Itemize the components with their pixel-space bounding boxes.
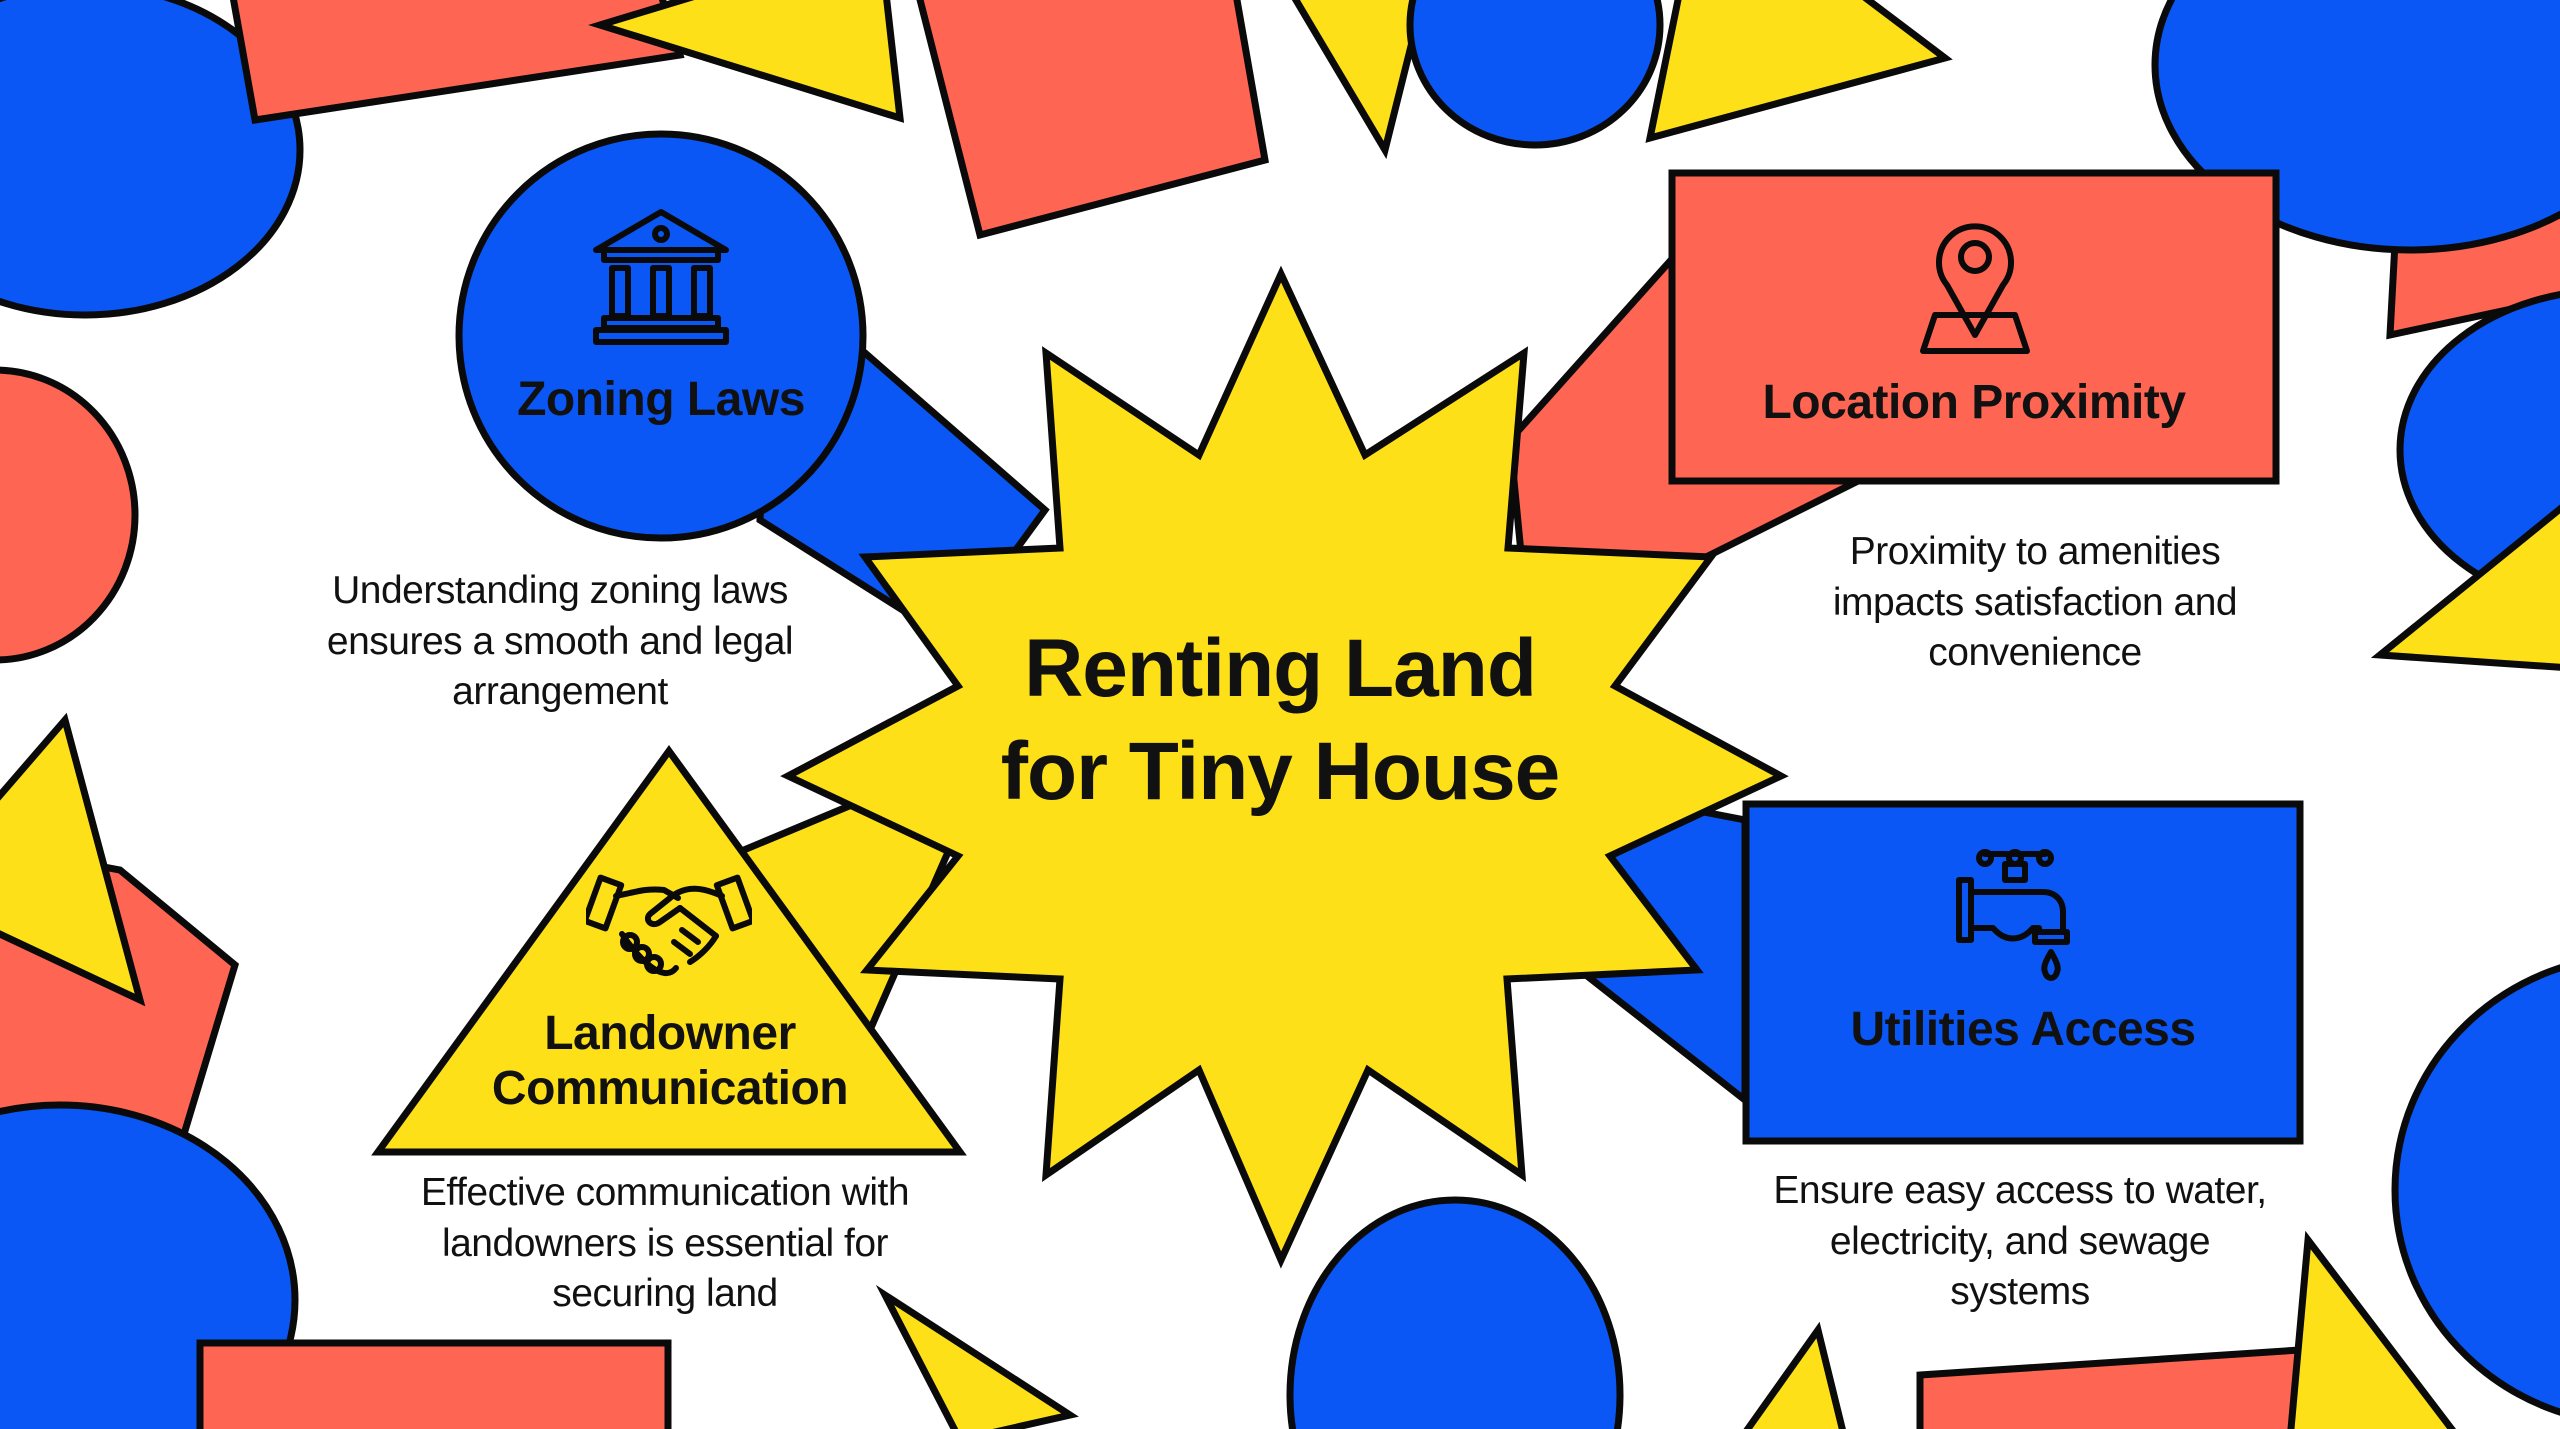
decor-circle-blue — [2391, 964, 2560, 1416]
decor-rect-coral — [916, 0, 1270, 240]
zoning-node-circle — [455, 130, 867, 542]
landowner-title-line2: Communication — [491, 1062, 849, 1116]
water-faucet-icon — [1956, 849, 2070, 981]
utilities-description: Ensure easy access to water, electricity… — [1720, 1166, 2320, 1318]
landowner-communication-title: Landowner Communication — [420, 1006, 920, 1116]
zoning-description-line: ensures a smooth and legal — [326, 619, 794, 663]
zoning-description-line: arrangement — [452, 670, 668, 714]
utilities-description-line: electricity, and sewage — [1829, 1219, 2211, 1263]
map-pin-icon — [1920, 223, 2030, 354]
decor-circle-blue — [1406, 0, 1664, 149]
central-title-line2: for Tiny House — [1000, 725, 1561, 817]
decor-rect-coral — [230, 0, 685, 124]
landowner-title-line1: Landowner — [544, 1007, 796, 1060]
zoning-description-line: Understanding zoning laws — [332, 569, 788, 612]
zoning-laws-title: Zoning Laws — [517, 373, 805, 426]
location-description: Proximity to amenities impacts satisfact… — [1760, 527, 2310, 679]
central-title: Renting Land for Tiny House — [900, 618, 1660, 823]
decor-triangle-yellow — [0, 712, 146, 1007]
utilities-access-title: Utilities Access — [1850, 1003, 2196, 1056]
decor-triangle-yellow — [1291, 0, 1427, 160]
location-description-line: convenience — [1928, 631, 2142, 675]
central-starburst — [780, 265, 1789, 1269]
decor-circle-blue — [1286, 1196, 1624, 1429]
central-title-line1: Renting Land — [1024, 623, 1537, 714]
landowner-description-line: landowners is essential for — [441, 1221, 889, 1265]
utilities-description-line: systems — [1950, 1270, 2090, 1314]
courthouse-icon — [593, 209, 729, 345]
decor-triangle-yellow — [2287, 1230, 2457, 1429]
decor-rect-coral — [196, 1339, 672, 1429]
decor-circle-blue — [2396, 291, 2560, 609]
decor-rect-coral — [1916, 1346, 2313, 1429]
decor-triangle-yellow — [588, 0, 905, 123]
location-description-line: impacts satisfaction and — [1832, 580, 2238, 624]
utilities-description-line: Ensure easy access to water, — [1773, 1169, 2267, 1212]
location-description-line: Proximity to amenities — [1849, 530, 2221, 573]
decor-triangle-yellow — [1743, 1321, 1846, 1429]
handshake-icon — [586, 874, 752, 976]
decor-triangle-yellow — [875, 1284, 1079, 1429]
landowner-description: Effective communication with landowners … — [365, 1168, 965, 1320]
landowner-description-line: securing land — [552, 1272, 778, 1316]
zoning-description: Understanding zoning laws ensures a smoo… — [280, 566, 840, 718]
location-proximity-title: Location Proximity — [1762, 376, 2186, 429]
landowner-description-line: Effective communication with — [420, 1171, 910, 1214]
decor-circle-blue — [0, 0, 304, 319]
decor-triangle-yellow — [2370, 504, 2560, 671]
landowner-node-triangle — [371, 745, 967, 1156]
decor-triangle-yellow — [1645, 0, 1953, 143]
decor-circle-coral — [0, 366, 139, 664]
